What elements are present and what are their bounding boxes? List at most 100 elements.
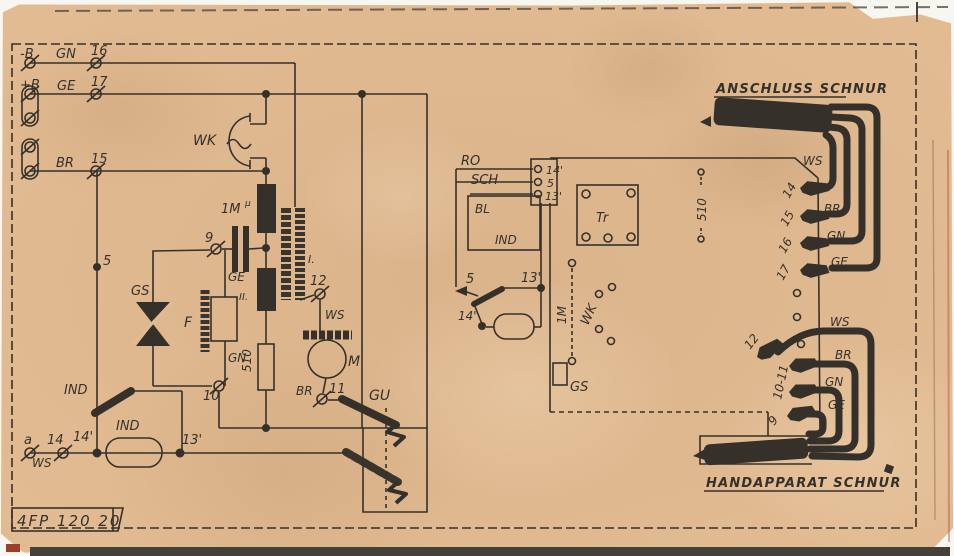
line-terminal-16-label: 16 <box>775 235 795 256</box>
hook-switch-gu <box>338 395 428 513</box>
switch-14p-label: 14' <box>458 309 477 323</box>
microphone-m-label: M <box>348 354 360 370</box>
relay-f-symbol <box>200 250 238 386</box>
terminal-17-label: 17 <box>91 75 108 90</box>
transformer-tr <box>576 184 639 246</box>
terminal-5-label: 5 <box>103 254 111 269</box>
strip-14p-label: 14' <box>546 164 563 177</box>
line-wire-ge-label: GE <box>831 255 848 269</box>
terminal-minus-b-label: -B <box>20 47 34 62</box>
red-mark <box>6 544 20 552</box>
coil-box-bl <box>467 195 541 251</box>
winding-1-label: I. <box>308 253 315 266</box>
handset-wire-gn-label: GN <box>825 375 843 389</box>
line-cord-connector <box>713 97 833 133</box>
resistor-510-label: 510 <box>240 349 254 372</box>
layout-resistor-510 <box>697 168 705 243</box>
chassis-layout-diagram <box>455 96 895 492</box>
layout-capacitor-1m <box>567 258 577 366</box>
schematic-labels: -B GN 16 +B GE 17 BR 15 WK 1M µ 9 5 GS F… <box>17 44 390 530</box>
microphone-symbol <box>303 330 352 394</box>
handset-cord-connector <box>703 437 809 466</box>
line-cord-assembly <box>700 96 881 349</box>
terminal-plus-b-label: +B <box>20 78 40 93</box>
terminal-10-label: 10 <box>203 389 220 404</box>
capacitor-1m-symbol <box>222 226 264 272</box>
line-wire-ws-label: WS <box>803 154 823 168</box>
coil-box-bl-label: BL <box>475 202 490 216</box>
resistor-510-symbol <box>257 311 275 428</box>
capacitor-unit-label: µ <box>244 199 251 209</box>
handset-terminal-10-11-label: 10-11 <box>770 364 791 401</box>
terminal-11-label: 11 <box>329 382 346 397</box>
handset-terminal-12-label: 12 <box>741 331 761 352</box>
terminal-a-label: a <box>24 433 32 448</box>
relay-f-label: F <box>184 315 193 331</box>
line-terminal-15-label: 15 <box>777 208 797 228</box>
ind-contact-lever <box>91 387 183 453</box>
wire-ws2-label: WS <box>32 456 52 470</box>
handset-wire-ws-label: WS <box>830 315 850 329</box>
layout-receiver-wk-pins <box>594 282 617 346</box>
ind-contact-label: IND <box>64 383 88 398</box>
induction-coil-winding-2 <box>257 171 276 311</box>
wire-ro-label: RO <box>461 154 480 169</box>
layout-510-label: 510 <box>695 198 709 221</box>
strip-13p-label: 13' <box>545 190 562 203</box>
receiver-wk-symbol <box>226 94 267 171</box>
drawing-number: 4FP 120 20 <box>17 512 121 530</box>
plug-jumper-bottom <box>21 138 39 180</box>
mini-terminal-strip <box>530 158 558 206</box>
layout-hook-contact <box>455 203 545 340</box>
rectifier-gs-label: GS <box>131 284 149 299</box>
wire-gn2-label: GN <box>228 351 246 365</box>
scan-edge-strip <box>30 547 950 556</box>
coil-box-ind-label: IND <box>495 233 517 247</box>
line-wire-gn-label: GN <box>827 229 845 243</box>
layout-rectifier-gs <box>552 362 568 386</box>
terminal-14-label: 14 <box>47 433 64 448</box>
handset-wire-ge-label: GE <box>828 398 845 412</box>
line-terminal-14-label: 14 <box>779 180 799 200</box>
line-cord-title: ANSCHLUSS SCHNUR <box>715 82 888 97</box>
sheet-borders <box>6 2 950 556</box>
wire-ws-label: WS <box>325 308 345 322</box>
terminal-12-label: 12 <box>310 274 327 289</box>
terminal-9-label: 9 <box>205 231 213 246</box>
terminal-16-label: 16 <box>91 44 108 59</box>
layout-1m-label: 1M <box>555 305 569 324</box>
ind-coil-label: IND <box>116 419 140 434</box>
plug-jumper-top <box>21 85 39 127</box>
line-terminal-17-label: 17 <box>773 262 793 283</box>
terminal-14p-label: 14' <box>73 430 93 445</box>
handset-wire-br-label: BR <box>835 348 852 362</box>
wire-sch-label: SCH <box>471 173 498 188</box>
layout-wk-label: WK <box>578 301 601 328</box>
terminal-13p-label: 13' <box>182 433 202 448</box>
title-block <box>11 507 124 532</box>
hook-switch-gu-label: GU <box>369 388 390 404</box>
induction-coil-winding-1 <box>281 208 315 301</box>
handset-cord-assembly <box>693 327 895 492</box>
capacitor-1m-label: 1M <box>221 202 241 217</box>
switch-5-label: 5 <box>466 272 474 287</box>
wire-br2-label: BR <box>296 384 313 398</box>
rectifier-gs-symbol <box>131 300 174 386</box>
transformer-tr-label: Tr <box>596 211 610 226</box>
layout-gs-label: GS <box>570 380 588 395</box>
wire-ge2-label: GE <box>228 270 245 284</box>
terminal-15-label: 15 <box>91 152 108 167</box>
receiver-wk-label: WK <box>193 133 218 149</box>
line-wire-br-label: BR <box>824 202 841 216</box>
handset-cord-title: HANDAPPARAT SCHNUR <box>706 476 902 491</box>
strip-5-label: 5 <box>547 177 554 190</box>
wire-ge-label: GE <box>57 79 76 94</box>
wire-gn-label: GN <box>56 47 76 62</box>
induction-coil-loop <box>105 437 163 468</box>
layout-labels: RO SCH 14' 5 13' BL IND Tr 5 13' 14' 1M … <box>458 82 902 491</box>
circuit-schematic <box>11 54 428 532</box>
switch-13p-label: 13' <box>521 271 541 286</box>
wire-br-label: BR <box>56 156 74 171</box>
